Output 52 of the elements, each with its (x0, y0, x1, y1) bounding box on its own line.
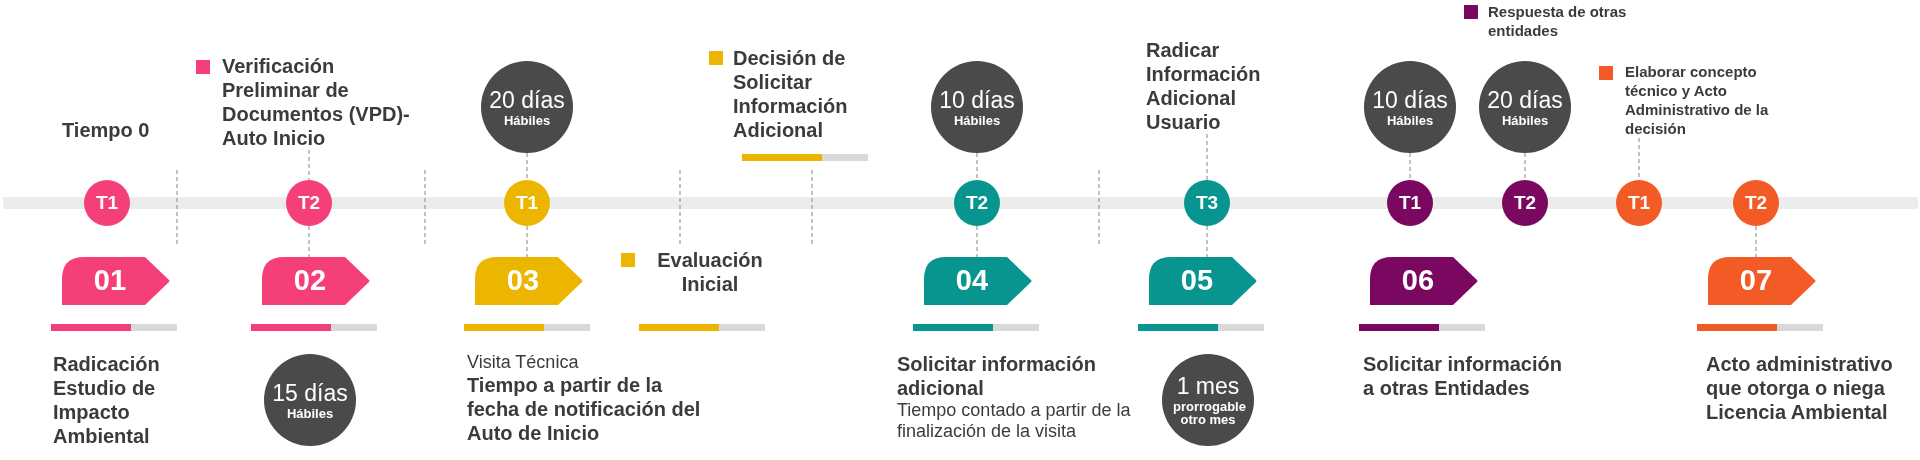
duration-unit: Hábiles (285, 406, 335, 420)
step-tag: 06 (1370, 257, 1478, 305)
step-tag: 04 (924, 257, 1032, 305)
step-description: Tiempo a partir de la fecha de notificación del Auto de Inicio (467, 373, 702, 445)
step-heading: Radicar Información Adicional Usuario (1146, 38, 1262, 134)
duration-value: 20 días (1487, 87, 1563, 112)
step-tag: 07 (1708, 257, 1816, 305)
step-tag: 01 (62, 257, 170, 305)
connector-line (308, 149, 310, 181)
step-heading: Verificación Preliminar de Documentos (VPD)-Auto Inicio (222, 54, 411, 150)
phase-label: Respuesta de otras entidades (1488, 2, 1628, 40)
phase-label: Decisión de Solicitar Información Adicional (733, 46, 849, 142)
time-caption: Tiempo 0 (62, 118, 151, 142)
step-circle: T2 (286, 180, 332, 226)
duration-value: 10 días (1372, 87, 1448, 112)
step-tag: 02 (262, 257, 370, 305)
step-circle: T2 (1733, 180, 1779, 226)
step-description: Acto administrativo que otorga o niega Licencia Ambiental (1706, 352, 1894, 424)
step-circle: T2 (954, 180, 1000, 226)
connector-line (1755, 225, 1757, 258)
duration-unit: Hábiles (1500, 113, 1550, 127)
step-description: Tiempo contado a partir de la finalización de la visita (897, 400, 1132, 442)
step-circle: T1 (504, 180, 550, 226)
duration-value: 10 días (939, 87, 1015, 112)
connector-line (1409, 152, 1411, 181)
step-tag: 03 (475, 257, 583, 305)
connector-line (526, 225, 528, 258)
step-circle: T2 (1502, 180, 1548, 226)
connector-line (308, 225, 310, 258)
connector-line (976, 225, 978, 258)
duration-value: 1 mes (1176, 374, 1240, 398)
connector-line (1524, 152, 1526, 181)
connector-line (976, 152, 978, 181)
step-circle: T1 (84, 180, 130, 226)
duration-unit: Hábiles (952, 113, 1002, 127)
connector-line (1206, 225, 1208, 258)
step-description: Solicitar información adicional (897, 352, 1097, 400)
step-tag: 05 (1149, 257, 1257, 305)
connector-line (526, 152, 528, 181)
duration-unit: Hábiles (502, 113, 552, 127)
step-circle: T1 (1387, 180, 1433, 226)
duration-value: 15 días (272, 380, 348, 405)
step-heading: Elaborar concepto técnico y Acto Administrativo de la decisión (1625, 62, 1770, 138)
duration-value: 20 días (489, 87, 565, 112)
duration-unit: Hábiles (1385, 113, 1435, 127)
phase-label: Evaluación Inicial (656, 248, 764, 296)
step-description: Solicitar información a otras Entidades (1363, 352, 1563, 400)
step-circle: T1 (1616, 180, 1662, 226)
connector-line (1206, 133, 1208, 181)
step-description: Visita Técnica (467, 352, 580, 373)
step-description: Radicación Estudio de Impacto Ambiental (53, 352, 161, 448)
step-circle: T3 (1184, 180, 1230, 226)
